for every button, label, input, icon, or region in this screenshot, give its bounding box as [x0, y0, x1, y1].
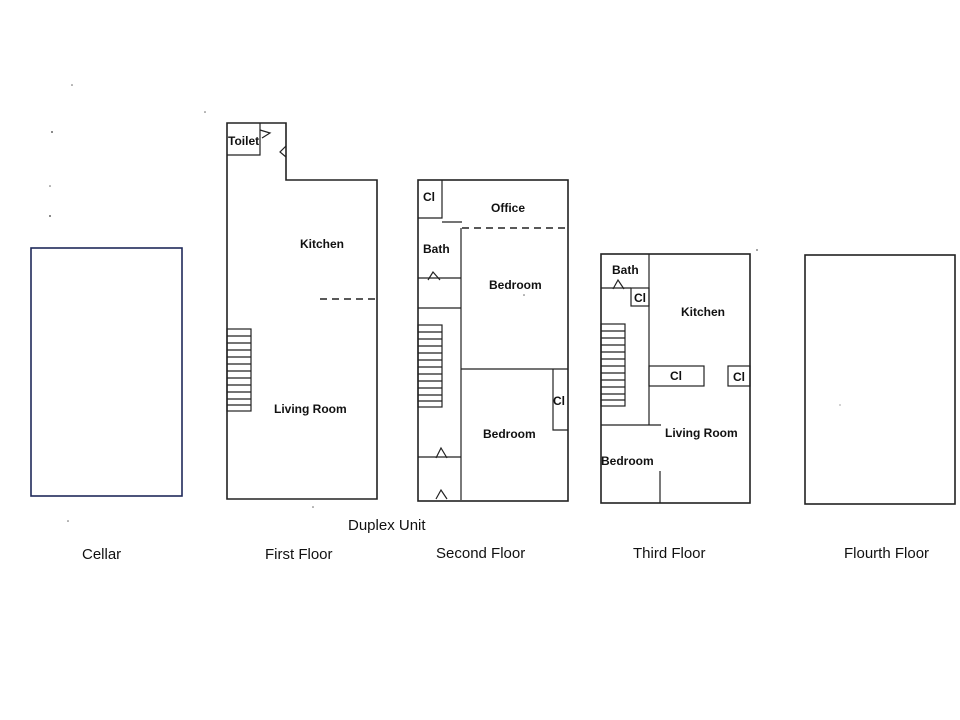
lower-door-1	[435, 446, 448, 459]
room-label-bedroom: Bedroom	[601, 454, 654, 468]
closet-right	[727, 365, 751, 387]
closet-mid	[648, 365, 705, 387]
second-floor-stairs	[417, 324, 443, 408]
floor-label-cellar: Cellar	[82, 546, 121, 563]
first-floor-stairs	[226, 328, 252, 412]
floor-label-fourth: Flourth Floor	[844, 545, 929, 562]
room-label-living-room: Living Room	[665, 426, 738, 440]
room-label-bath: Bath	[423, 242, 450, 256]
toilet-wall	[227, 123, 261, 156]
bath-door	[427, 270, 441, 281]
fourth-floor-plan	[804, 254, 956, 505]
closet-top-wall	[418, 180, 443, 219]
room-label-bedroom-lower: Bedroom	[483, 427, 536, 441]
room-label-closet-right: Cl	[733, 370, 745, 384]
diagram-title: Duplex Unit	[348, 517, 426, 534]
room-label-closet-top: Cl	[423, 190, 435, 204]
floor-label-first: First Floor	[265, 546, 333, 563]
room-label-toilet: Toilet	[228, 134, 259, 148]
second-floor-plan: Cl Office Bath Bedroom Bedroom Cl	[417, 179, 569, 502]
entry-door	[279, 145, 287, 158]
room-label-bedroom-upper: Bedroom	[489, 278, 542, 292]
room-label-living-room: Living Room	[274, 402, 347, 416]
closet-right-wall	[552, 369, 568, 431]
bath-door	[612, 278, 625, 290]
room-label-closet-small: Cl	[634, 291, 646, 305]
scan-specks	[49, 84, 841, 522]
fourth-floor-outline	[804, 254, 956, 505]
room-label-kitchen: Kitchen	[300, 237, 344, 251]
room-label-closet-right: Cl	[553, 394, 565, 408]
floor-label-second: Second Floor	[436, 545, 525, 562]
cellar-plan	[30, 247, 183, 497]
cellar-outline	[30, 247, 183, 497]
room-label-bath: Bath	[612, 263, 639, 277]
first-floor-plan: Toilet Kitchen Living Room	[226, 122, 378, 500]
room-label-kitchen: Kitchen	[681, 305, 725, 319]
lower-door-2	[435, 488, 448, 500]
first-floor-outline	[226, 122, 378, 500]
toilet-door	[259, 129, 272, 139]
room-label-closet-mid: Cl	[670, 369, 682, 383]
third-floor-stairs	[600, 323, 626, 407]
small-closet	[630, 287, 650, 307]
third-floor-plan: Bath Cl Kitchen Cl Cl Living Room Bedroo…	[600, 253, 751, 504]
room-label-office: Office	[491, 201, 525, 215]
floor-label-third: Third Floor	[633, 545, 706, 562]
